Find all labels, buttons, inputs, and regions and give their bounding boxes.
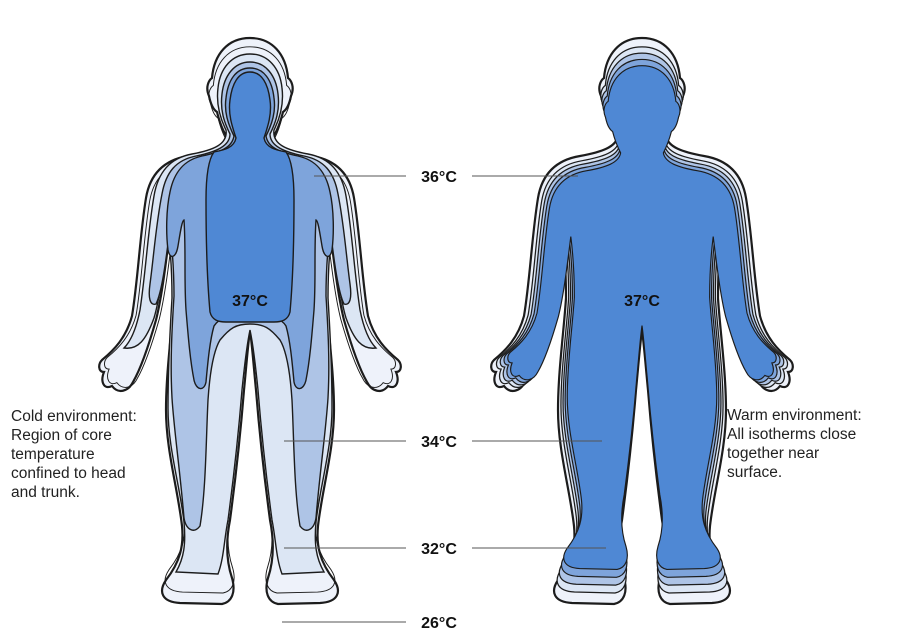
isotherm-26-callout: 26°C — [282, 615, 457, 632]
warm-environment-figure: 37°C — [491, 38, 793, 604]
isotherm-36-label: 36°C — [421, 169, 457, 186]
isotherm-34-label: 34°C — [421, 434, 457, 451]
caption-line: surface. — [727, 463, 897, 482]
core-temp-label-warm: 37°C — [624, 293, 660, 310]
caption-line: Warm environment: — [727, 406, 897, 425]
caption-line: Cold environment: — [11, 407, 201, 426]
core-temp-label-cold: 37°C — [232, 293, 268, 310]
caption-line: temperature — [11, 445, 201, 464]
core-37-zone — [508, 66, 776, 570]
cold-environment-figure: 37°C — [99, 38, 401, 604]
isotherm-36-callout: 36°C — [314, 169, 578, 186]
warm-environment-caption: Warm environment: All isotherms close to… — [727, 406, 897, 482]
caption-line: and trunk. — [11, 483, 201, 502]
caption-line: All isotherms close — [727, 425, 897, 444]
caption-line: together near — [727, 444, 897, 463]
isotherm-32-label: 32°C — [421, 541, 457, 558]
caption-line: confined to head — [11, 464, 201, 483]
cold-environment-caption: Cold environment: Region of core tempera… — [11, 407, 201, 502]
caption-line: Region of core — [11, 426, 201, 445]
isotherm-32-callout: 32°C — [284, 541, 606, 558]
isotherm-26-label: 26°C — [421, 615, 457, 632]
